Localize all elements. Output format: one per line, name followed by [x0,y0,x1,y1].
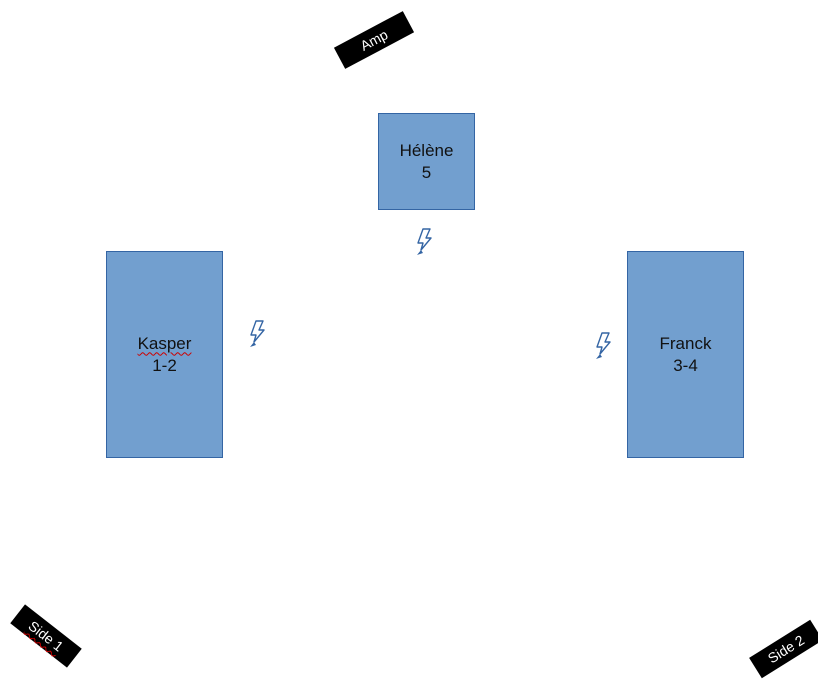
lightning-bolt-icon [414,228,436,256]
kasper-channels: 1-2 [152,355,177,375]
side-2-label: Side 2 [749,619,818,679]
helene-channels: 5 [421,162,432,182]
side-1-label: Side 1 [10,604,82,668]
kasper-name: Kasper [137,333,192,353]
helene-name: Hélène [399,140,454,160]
side-2-label-text: Side 2 [764,631,808,667]
lightning-bolt-icon [247,320,269,348]
lightning-bolt-icon [593,332,615,360]
franck-box: Franck 3-4 [627,251,744,458]
amp-label-text: Amp [357,26,391,54]
helene-box: Hélène 5 [378,113,475,210]
kasper-box: Kasper 1-2 [106,251,223,458]
side-1-label-text: Side 1 [25,617,67,655]
franck-name: Franck [659,333,712,353]
franck-channels: 3-4 [673,355,698,375]
amp-label: Amp [333,11,415,69]
